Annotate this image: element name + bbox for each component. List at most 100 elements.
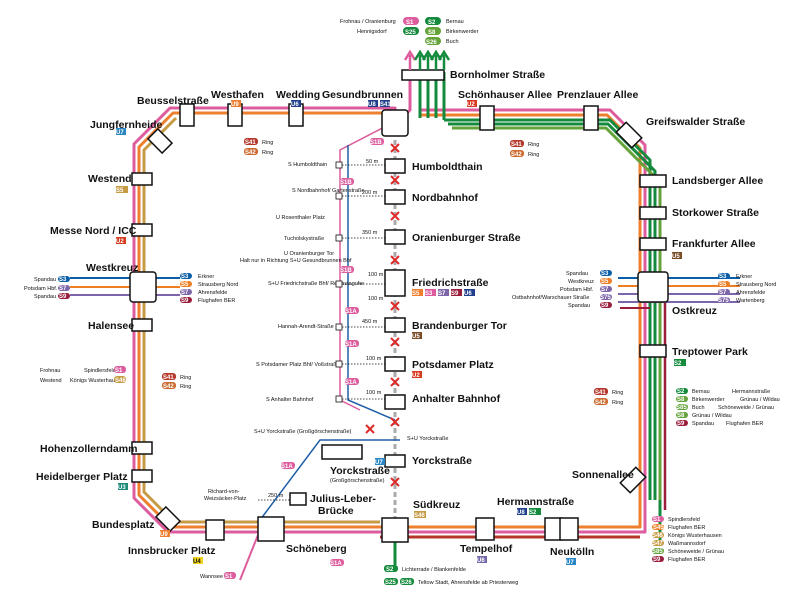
station-box-schoenhauser[interactable] <box>479 105 495 131</box>
svg-text:100 m: 100 m <box>368 296 384 302</box>
svg-text:S9: S9 <box>59 294 67 300</box>
station-box-julius[interactable] <box>289 492 307 506</box>
svg-text:S26: S26 <box>401 580 412 586</box>
label-oranienburger: Oranienburger Straße <box>412 232 521 244</box>
station-box-schoeneberg[interactable] <box>257 516 285 542</box>
svg-text:Ostbahnhof/Warschauer Straße: Ostbahnhof/Warschauer Straße <box>512 295 589 301</box>
svg-text:Spandau: Spandau <box>692 421 714 427</box>
station-box-oranienburger[interactable] <box>384 229 406 245</box>
svg-text:Weizsäcker-Platz: Weizsäcker-Platz <box>204 496 247 502</box>
svg-text:S7: S7 <box>181 290 189 296</box>
svg-text:S42: S42 <box>163 384 174 390</box>
station-box-westend[interactable] <box>131 172 153 186</box>
station-box-ostkreuz[interactable] <box>637 271 669 303</box>
station-box-bundesplatz[interactable] <box>154 505 182 533</box>
station-box-beusselstr[interactable] <box>179 103 195 127</box>
svg-text:Ring: Ring <box>262 150 273 156</box>
label-bornholmer: Bornholmer Straße <box>450 69 545 81</box>
svg-text:U2: U2 <box>116 239 124 245</box>
label-neukoelln: Neukölln <box>550 546 594 558</box>
svg-text:Ring: Ring <box>612 400 623 406</box>
svg-text:S2: S2 <box>428 20 436 26</box>
station-box-sonnenallee[interactable] <box>619 466 647 494</box>
svg-text:Ahrensfelde: Ahrensfelde <box>198 290 227 296</box>
station-box-messe[interactable] <box>131 223 153 237</box>
station-box-bornholmer[interactable] <box>401 69 445 81</box>
svg-text:U6: U6 <box>464 291 472 297</box>
station-box-hohenzollerndamm[interactable] <box>131 441 153 455</box>
station-box-jungfernheide[interactable] <box>146 127 174 155</box>
svg-text:S8: S8 <box>428 30 436 36</box>
svg-text:S Nordbahnhof/ Gartenstraße: S Nordbahnhof/ Gartenstraße <box>292 188 364 194</box>
svg-text:Teltow Stadt, Ahrensfelde ab P: Teltow Stadt, Ahrensfelde ab Priesterweg <box>418 580 518 586</box>
station-box-friedrichstr[interactable] <box>384 269 406 297</box>
station-box-suedkreuz[interactable] <box>381 517 409 543</box>
svg-text:S3: S3 <box>425 291 433 297</box>
station-box-humboldthain[interactable] <box>384 158 406 174</box>
label-heidelberger: Heidelberger Platz <box>36 471 128 483</box>
station-box-anhalter[interactable] <box>384 394 406 410</box>
svg-text:U6: U6 <box>291 102 299 108</box>
label-innsbrucker: Innsbrucker Platz <box>128 545 216 557</box>
label-schoenhauser: Schönhauser Allee <box>458 89 552 101</box>
svg-text:Erkner: Erkner <box>198 274 214 280</box>
svg-text:S5: S5 <box>412 291 420 297</box>
svg-text:S1A: S1A <box>281 464 293 470</box>
svg-text:S3: S3 <box>601 271 609 277</box>
station-box-nordbahnhof[interactable] <box>384 189 406 205</box>
svg-text:Spindlersfeld: Spindlersfeld <box>84 368 116 374</box>
station-box-heidelberger[interactable] <box>131 469 153 483</box>
svg-text:U5: U5 <box>412 334 420 340</box>
label-hermannstr: Hermannstraße <box>497 496 574 508</box>
svg-text:S25: S25 <box>385 580 396 586</box>
svg-text:Halt nur in Richtung S+U Gesun: Halt nur in Richtung S+U Gesundbrunnen B… <box>240 258 352 264</box>
station-labels: Bornholmer Straße Schönhauser Allee Pren… <box>36 69 763 558</box>
station-box-neukoelln[interactable] <box>559 517 579 541</box>
svg-text:S+U Friedrichstraße Bhf/ Reich: S+U Friedrichstraße Bhf/ Reichstagufer <box>268 281 364 287</box>
station-box-hermannstr[interactable] <box>544 517 562 541</box>
label-ostkreuz: Ostkreuz <box>672 305 717 317</box>
station-box-frankfurter[interactable] <box>639 237 667 251</box>
svg-text:100 m: 100 m <box>368 272 384 278</box>
svg-text:S85: S85 <box>676 405 687 411</box>
label-landsberger: Landsberger Allee <box>672 175 763 187</box>
svg-text:S42: S42 <box>245 150 256 156</box>
svg-text:S5: S5 <box>601 279 609 285</box>
svg-text:S47: S47 <box>652 541 663 547</box>
svg-text:S26: S26 <box>426 40 437 46</box>
station-box-treptower[interactable] <box>639 344 667 358</box>
ring-labels: S41 Ring S42 Ring S41 Ring S42 Ring S41 … <box>162 138 623 406</box>
station-box-innsbrucker[interactable] <box>205 519 225 541</box>
station-box-landsberger[interactable] <box>639 174 667 188</box>
svg-text:Erkner: Erkner <box>736 274 752 280</box>
label-potsdamer: Potsdamer Platz <box>412 359 494 371</box>
label-yorckstr: Yorckstraße <box>412 455 472 467</box>
station-box-greifswalder[interactable] <box>615 121 643 149</box>
svg-text:S9: S9 <box>451 291 459 297</box>
label-beusselstr: Beusselstraße <box>137 95 209 107</box>
station-box-brandenburger[interactable] <box>384 317 406 333</box>
svg-text:S1: S1 <box>653 517 661 523</box>
svg-text:Ring: Ring <box>180 384 191 390</box>
svg-text:Wartenberg: Wartenberg <box>736 298 765 304</box>
station-box-yorckstr-gross[interactable] <box>321 444 363 460</box>
label-yorckstr2: Yorckstraße <box>330 465 390 477</box>
svg-text:Spandau: Spandau <box>568 303 590 309</box>
svg-text:Spandau: Spandau <box>566 271 588 277</box>
svg-text:S3: S3 <box>719 274 727 280</box>
station-box-storkower[interactable] <box>639 206 667 220</box>
station-box-potsdamer[interactable] <box>384 356 406 372</box>
station-box-westkreuz[interactable] <box>129 271 157 303</box>
svg-text:U2: U2 <box>467 102 475 108</box>
station-box-tempelhof[interactable] <box>475 517 495 541</box>
svg-text:S7: S7 <box>601 287 609 293</box>
replacement-stops: S Humboldthain S Nordbahnhof/ Gartenstra… <box>204 161 448 502</box>
station-box-gesundbrunnen[interactable] <box>381 109 409 137</box>
svg-text:U8: U8 <box>517 510 525 516</box>
station-box-halensee[interactable] <box>131 318 153 332</box>
label-nordbahnhof: Nordbahnhof <box>412 192 478 204</box>
svg-text:S3: S3 <box>59 277 67 283</box>
station-box-prenzlauer[interactable] <box>583 105 599 131</box>
label-greifswalder: Greifswalder Straße <box>646 116 745 128</box>
svg-text:S85: S85 <box>652 549 663 555</box>
